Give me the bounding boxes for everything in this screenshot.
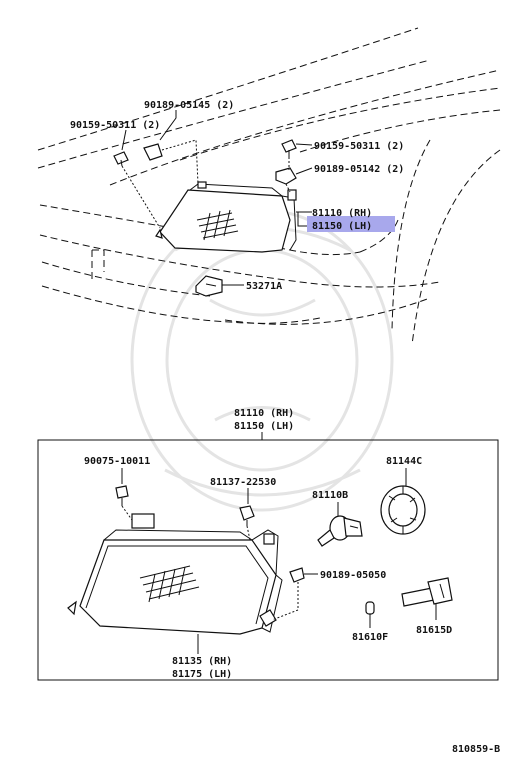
label-90159-50311-left: 90159-50311 (2) <box>70 120 160 131</box>
label-81135-rh: 81135 (RH) <box>172 656 232 667</box>
assembly-box <box>37 439 499 681</box>
cover-81144c <box>380 485 426 535</box>
vehicle-front-outline <box>37 27 501 346</box>
label-90189-05145: 90189-05145 (2) <box>144 100 234 111</box>
highlight-81150-lh <box>307 216 395 232</box>
nut-90189-05050 <box>271 567 305 621</box>
label-53271a: 53271A <box>246 281 282 292</box>
label-90075-10011: 90075-10011 <box>84 456 150 467</box>
diagram-id: 810859-B <box>452 744 500 755</box>
label-90159-50311-right: 90159-50311 (2) <box>314 141 404 152</box>
headlamp-installed <box>155 181 297 253</box>
bulb-81610f <box>365 601 375 615</box>
label-90189-05050: 90189-05050 <box>320 570 386 581</box>
label-81144c: 81144C <box>386 456 422 467</box>
clip-81137-22530 <box>239 505 255 541</box>
label-81150-lh-upper: 81150 (LH) <box>312 221 372 232</box>
socket-81615d <box>401 577 453 607</box>
headlamp-lens-81135-81175 <box>67 513 283 635</box>
upper-leaders <box>121 110 313 286</box>
upper-screw-90159-50311-left <box>113 151 129 167</box>
label-81137-22530: 81137-22530 <box>210 477 276 488</box>
upper-clip-90189-05145 <box>143 143 163 161</box>
label-81175-lh: 81175 (LH) <box>172 669 232 680</box>
screw-90075-10011 <box>115 485 133 521</box>
label-81110-rh-box: 81110 (RH) <box>234 408 294 419</box>
watermark-emblem <box>130 208 394 512</box>
bulb-81110b <box>317 515 363 547</box>
label-81615d: 81615D <box>416 625 452 636</box>
label-90189-05142: 90189-05142 (2) <box>314 164 404 175</box>
bracket-53271a <box>195 275 223 297</box>
upper-screw-90159-50311-right <box>281 139 297 157</box>
upper-nut-90189-05142 <box>275 167 297 185</box>
label-81610f: 81610F <box>352 632 388 643</box>
label-81110-rh-upper: 81110 (RH) <box>312 208 372 219</box>
label-81150-lh-box: 81150 (LH) <box>234 421 294 432</box>
label-81110b: 81110B <box>312 490 348 501</box>
